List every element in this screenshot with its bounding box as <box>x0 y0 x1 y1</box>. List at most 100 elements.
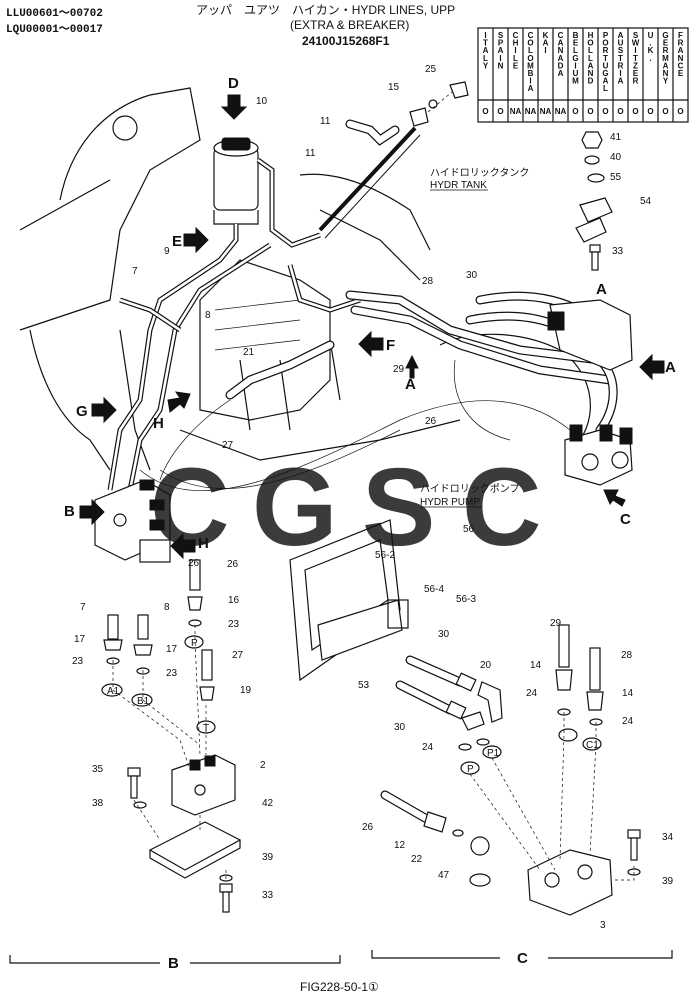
callout-15: 15 <box>388 82 400 93</box>
callout-20: 20 <box>480 660 492 671</box>
callout-30-c2: 30 <box>394 722 406 733</box>
callout-40: 40 <box>610 152 622 163</box>
view-letter-g: G <box>76 403 88 420</box>
callout-22: 22 <box>411 854 423 865</box>
callout-14-b: 14 <box>622 688 634 699</box>
watermark-letter-s: S <box>362 446 435 569</box>
country-mark: O <box>647 107 653 116</box>
country-mark: O <box>602 107 608 116</box>
hydr-tank-label: HYDR TANK <box>430 180 487 191</box>
callout-26-b: 26 <box>188 558 200 569</box>
figure-number: FIG228-50-1① <box>300 980 379 994</box>
callout-3: 3 <box>600 920 606 931</box>
callout-33-b: 33 <box>262 890 274 901</box>
callout-42: 42 <box>262 798 274 809</box>
country-mark: O <box>482 107 488 116</box>
exploded-view-c <box>371 624 673 959</box>
country-mark: O <box>617 107 623 116</box>
callout-numbers: 10 11 11 15 25 9 7 8 21 27 26 28 30 29 4… <box>72 64 674 931</box>
view-letter-a-right: A <box>665 359 676 376</box>
callout-55: 55 <box>610 172 622 183</box>
callout-8: 8 <box>205 310 211 321</box>
watermark-letter-c2: C <box>462 446 541 569</box>
port-label-p: P <box>191 638 198 649</box>
part-number: 24100J15268F1 <box>302 34 390 48</box>
callout-56-3: 56-3 <box>456 594 476 605</box>
hydraulic-filter-d <box>213 137 259 225</box>
country-mark: O <box>677 107 683 116</box>
callout-14-a: 14 <box>530 660 542 671</box>
callout-27-b: 27 <box>232 650 244 661</box>
callout-56: 56 <box>463 524 475 535</box>
callout-21: 21 <box>243 347 255 358</box>
top-fittings <box>345 81 469 146</box>
country-mark: O <box>587 107 593 116</box>
port-label-a1: A1 <box>107 686 120 697</box>
view-letter-h-top: H <box>153 415 164 432</box>
callout-30-c1: 30 <box>438 629 450 640</box>
callout-39-b: 39 <box>262 852 274 863</box>
callout-23-b: 23 <box>72 656 84 667</box>
page-subtitle: (EXTRA & BREAKER) <box>290 18 410 32</box>
watermark-letter-g: G <box>252 446 338 569</box>
callout-41: 41 <box>610 132 622 143</box>
callout-17-a: 17 <box>74 634 86 645</box>
hydr-tank-label-jp: ハイドロリックタンク <box>430 167 529 179</box>
control-valve-b <box>94 479 171 563</box>
watermark-letter-c1: C <box>150 446 229 569</box>
callout-30: 30 <box>466 270 478 281</box>
callout-29-c: 29 <box>550 618 562 629</box>
callout-10: 10 <box>256 96 268 107</box>
callout-16: 16 <box>228 595 240 606</box>
serial-range-1: LLU00601～00702 <box>6 8 103 20</box>
port-label-c1: C1 <box>586 740 599 751</box>
callout-17-b: 17 <box>166 644 178 655</box>
callout-28: 28 <box>422 276 434 287</box>
callout-9: 9 <box>164 246 170 257</box>
port-label-p-c: P <box>467 764 474 775</box>
port-label-b1: B1 <box>137 696 150 707</box>
callout-28-c: 28 <box>621 650 633 661</box>
watermark: C G S C <box>150 446 541 569</box>
callout-35: 35 <box>92 764 104 775</box>
view-letter-c-top: C <box>620 511 631 528</box>
view-letter-a-mid: A <box>405 376 416 393</box>
callout-7: 7 <box>132 266 138 277</box>
country-mark: NA <box>510 107 522 116</box>
country-name: U.K. <box>648 31 654 63</box>
callout-11-b: 11 <box>320 116 331 127</box>
callout-47: 47 <box>438 870 450 881</box>
country-mark: O <box>632 107 638 116</box>
hydraulic-pump <box>547 299 633 486</box>
country-mark: NA <box>540 107 552 116</box>
callout-38: 38 <box>92 798 104 809</box>
callout-12: 12 <box>394 840 406 851</box>
callout-24-a: 24 <box>422 742 434 753</box>
country-mark: O <box>662 107 668 116</box>
callout-2: 2 <box>260 760 266 771</box>
right-top-hardware <box>575 131 613 271</box>
callout-24-b: 24 <box>526 688 538 699</box>
callout-56-2: 56-2 <box>375 550 395 561</box>
callout-26-c: 26 <box>362 822 374 833</box>
view-letter-b-top: B <box>64 503 75 520</box>
callout-11-a: 11 <box>305 148 316 159</box>
country-mark: O <box>572 107 578 116</box>
callout-25: 25 <box>425 64 437 75</box>
callout-7-b: 7 <box>80 602 86 613</box>
callout-39-c: 39 <box>662 876 674 887</box>
